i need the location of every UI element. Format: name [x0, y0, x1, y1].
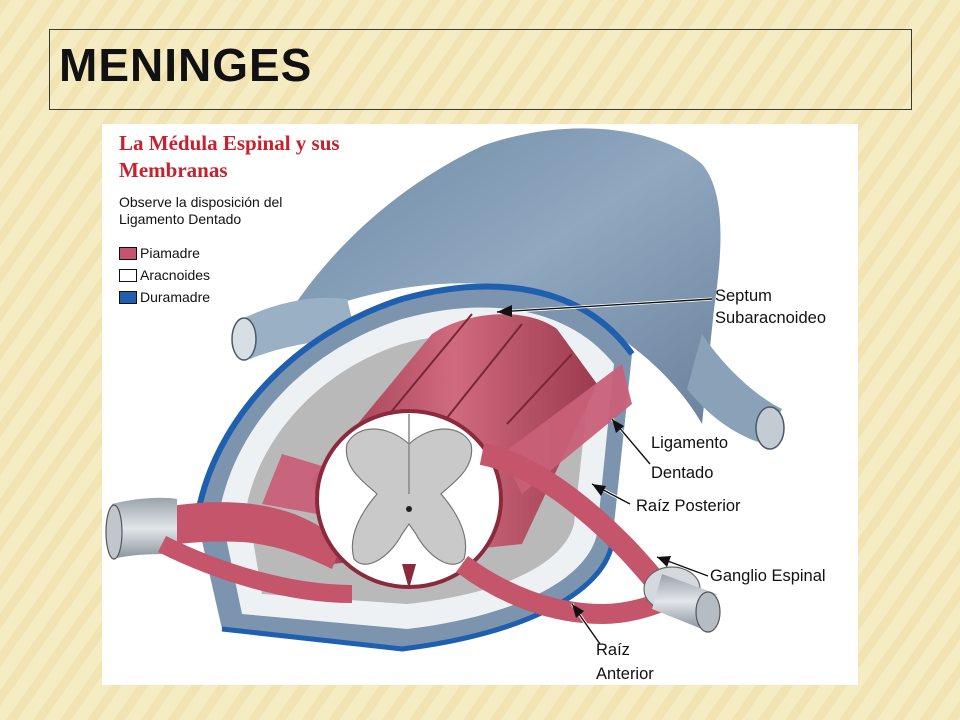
label-septum-line2: Subaracnoideo	[715, 309, 827, 327]
label-ganglio: Ganglio Espinal	[710, 567, 826, 585]
label-raiz-anterior-line2: Anterior	[596, 665, 654, 683]
legend-swatch-aracnoides	[119, 268, 137, 282]
label-raiz-anterior-line1: Raíz	[596, 641, 630, 659]
title-box: MENINGES	[49, 29, 912, 110]
spinal-cord-figure: La Médula Espinal y sus Membranas Observ…	[102, 124, 858, 685]
legend-item-piamadre: Piamadre	[119, 242, 210, 264]
dura-left-sleeve	[242, 297, 357, 359]
label-ligamento: Ligamento Dentado	[651, 433, 728, 483]
dura-tube	[282, 128, 721, 425]
legend-swatch-duramadre	[119, 290, 137, 304]
legend-item-aracnoides: Aracnoides	[119, 264, 210, 286]
label-septum-line1: Septum	[715, 287, 772, 305]
gray-matter	[345, 428, 473, 565]
legend-label: Piamadre	[140, 245, 200, 261]
label-ligamento-line2: Dentado	[651, 464, 714, 482]
ligamento-dentado-right	[502, 364, 632, 494]
legend: Piamadre Aracnoides Duramadre	[119, 242, 210, 308]
legend-label: Aracnoides	[140, 267, 211, 283]
label-septum: Septum Subaracnoideo	[715, 286, 826, 328]
label-raiz-anterior: Raíz Anterior	[596, 640, 654, 684]
spinal-cord-illustration	[105, 128, 785, 652]
figure-title: La Médula Espinal y sus Membranas	[119, 131, 340, 182]
legend-item-duramadre: Duramadre	[119, 286, 210, 308]
label-ligamento-line1: Ligamento	[651, 434, 729, 452]
figure-note: Observe la disposición del Ligamento Den…	[119, 194, 283, 227]
legend-swatch-piamadre	[119, 246, 137, 260]
legend-label: Duramadre	[140, 289, 211, 305]
slide-title: MENINGES	[59, 39, 313, 91]
label-raiz-posterior: Raíz Posterior	[636, 497, 741, 515]
